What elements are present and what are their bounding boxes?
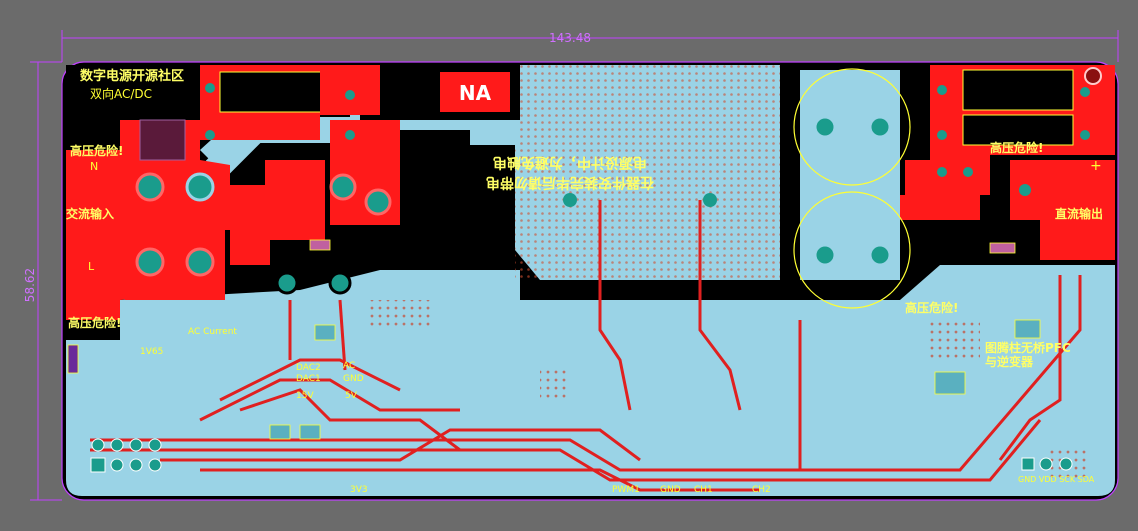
pwm1-label: PWM1 — [612, 485, 640, 495]
hv-warning-top-left: 高压危险! — [70, 143, 123, 158]
v15-label: 15V — [296, 391, 314, 401]
ac-label: AC — [343, 361, 355, 371]
gnd-label: GND — [343, 374, 364, 384]
plus-terminal-label: + — [1090, 158, 1102, 174]
capacitors — [793, 68, 911, 309]
board-title: 数字电源开源社区 — [80, 68, 184, 84]
ac-current-label: AC Current — [188, 327, 237, 337]
na-logo-bg — [440, 72, 510, 112]
via-field — [370, 300, 1090, 480]
note-line-1: 电源设计中，为避免触电 — [493, 154, 647, 171]
smd-components — [67, 239, 1041, 440]
l-terminal-label: L — [88, 260, 95, 273]
hv-warning-top-right: 高压危险! — [990, 140, 1043, 155]
ground-pour — [66, 65, 1115, 496]
i2c-pin-labels: GND VDD SCK SDA — [1018, 475, 1095, 484]
width-dimension: 143.48 — [549, 31, 591, 45]
hatch-area — [139, 119, 186, 161]
v5-label: 5V — [345, 391, 358, 401]
topology-line-2: 与逆变器 — [985, 354, 1034, 369]
gnd2-label: GND — [660, 485, 681, 495]
height-dimension: 58.62 — [23, 268, 37, 302]
v165-label: 1V65 — [140, 347, 163, 357]
dc-output-label: 直流输出 — [1055, 206, 1103, 221]
3v3-label: 3V3 — [350, 485, 368, 495]
dac2-label: DAC2 — [296, 363, 321, 373]
note-line-2: 在器件安装完毕后请勿带电 — [486, 174, 654, 191]
pin-header-right — [1021, 457, 1073, 471]
n-terminal-label: N — [90, 160, 98, 173]
ch1-label: CH1 — [694, 485, 713, 495]
dac1-label: DAC1 — [296, 374, 321, 384]
hv-warning-mid: 高压危险! — [905, 300, 958, 315]
hv-warning-bottom-left: 高压危险! — [68, 315, 121, 330]
topology-line-1: 图腾柱无桥PFC — [985, 340, 1071, 355]
ch2-label: CH2 — [752, 485, 771, 495]
pin-header-left — [90, 438, 162, 473]
through-hole-pads — [135, 67, 1102, 295]
signal-traces — [90, 200, 1082, 492]
board-subtitle: 双向AC/DC — [90, 86, 152, 101]
dimension-markers: 143.48 58.62 — [23, 30, 1119, 501]
ac-input-label: 交流输入 — [66, 206, 114, 221]
na-logo: NA — [459, 81, 492, 105]
